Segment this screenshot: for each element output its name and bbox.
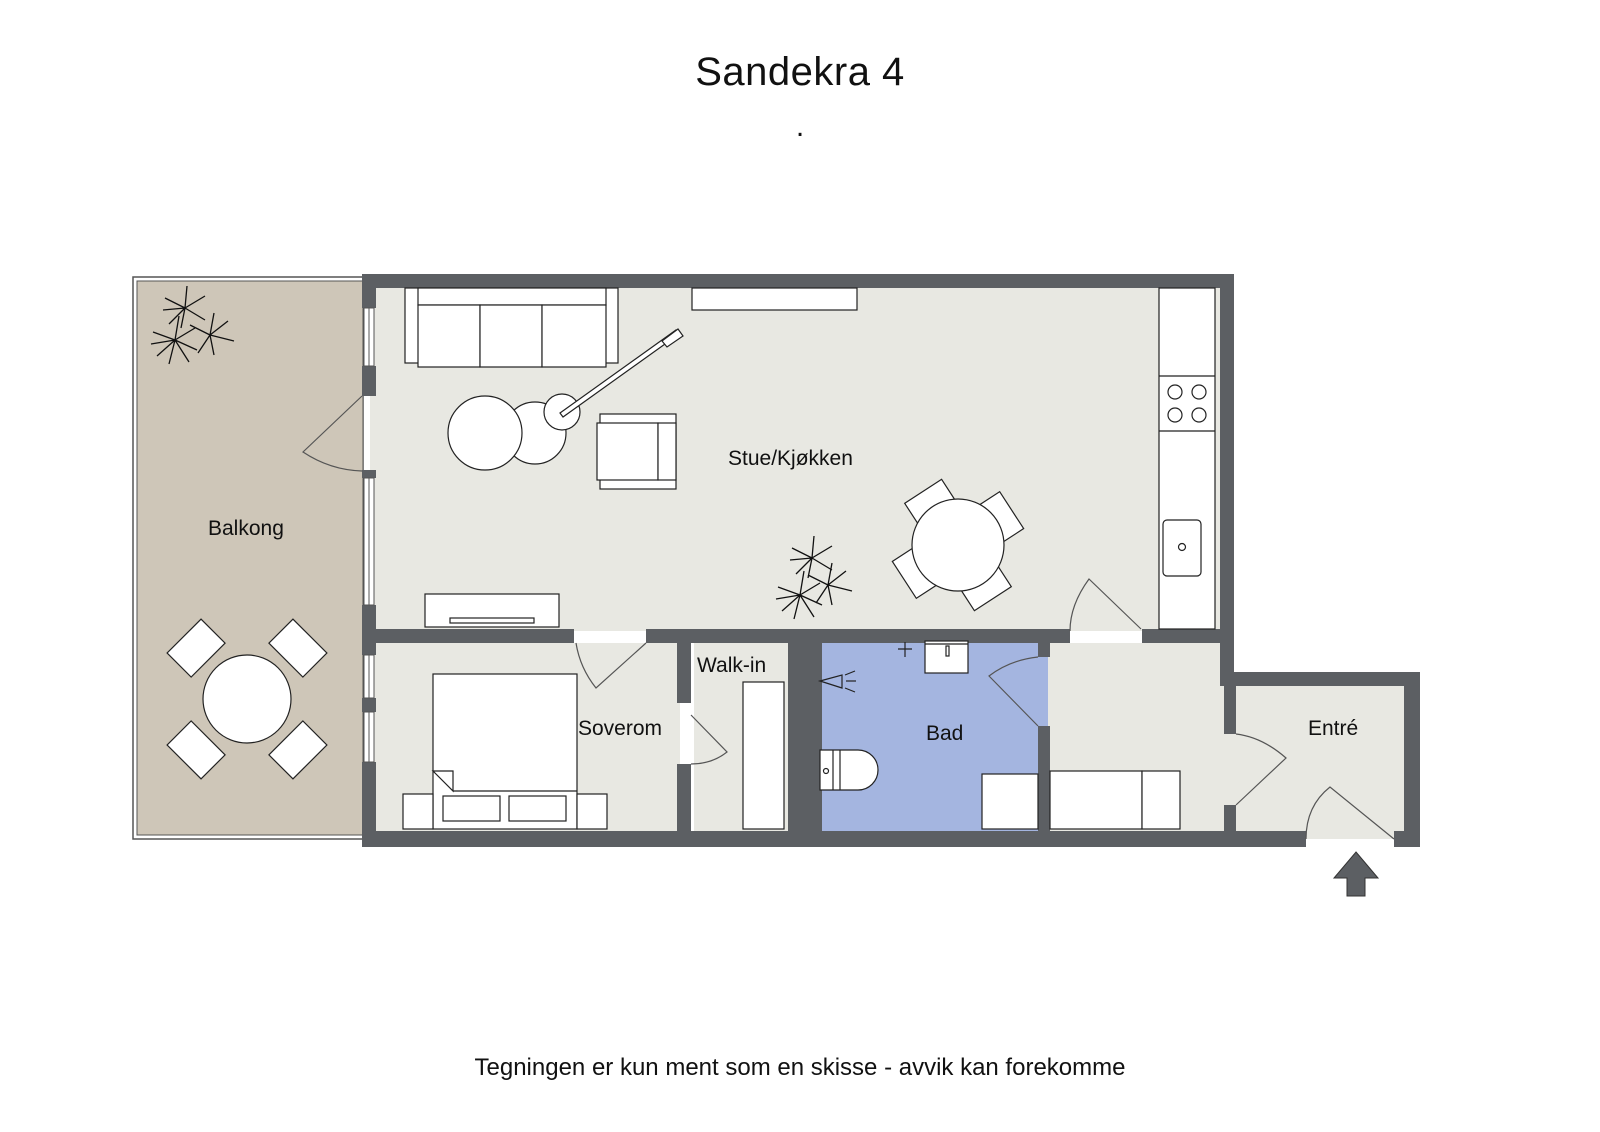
walls bbox=[362, 274, 1420, 847]
shower-icon bbox=[817, 670, 856, 693]
disclaimer-text: Tegningen er kun ment som en skisse - av… bbox=[474, 1054, 1126, 1081]
floor-lamp-icon bbox=[543, 328, 684, 431]
nightstand-icon bbox=[576, 793, 608, 830]
balcony-table-icon bbox=[166, 618, 328, 780]
coffee-table-icon bbox=[447, 395, 523, 471]
wardrobe-icon bbox=[742, 681, 785, 830]
washing-machine-icon bbox=[981, 773, 1039, 830]
room-label-bad: Bad bbox=[926, 722, 964, 745]
tv-bench-icon bbox=[424, 593, 560, 628]
faucet-icon bbox=[898, 642, 912, 657]
armchair-icon bbox=[596, 413, 677, 490]
bathroom-fixtures bbox=[817, 640, 1039, 830]
plan-subtitle: . bbox=[795, 110, 805, 143]
doors bbox=[302, 395, 1395, 840]
balcony-area bbox=[132, 276, 364, 840]
room-label-entre: Entré bbox=[1308, 717, 1359, 740]
living-furniture bbox=[404, 287, 1216, 630]
room-label-soverom: Soverom bbox=[578, 717, 663, 740]
nightstand-icon bbox=[402, 793, 434, 830]
toilet-icon bbox=[819, 749, 879, 791]
kitchen-counter-icon bbox=[1158, 287, 1216, 630]
hallway-cabinets bbox=[1049, 770, 1181, 830]
plan-title: Sandekra 4 bbox=[695, 50, 905, 94]
sideboard-icon bbox=[691, 287, 858, 311]
windows bbox=[363, 307, 375, 763]
dining-table-icon bbox=[891, 478, 1025, 612]
room-label-stue-kjokken: Stue/Kjøkken bbox=[728, 447, 853, 470]
room-label-balkong: Balkong bbox=[208, 517, 284, 540]
plant-icon bbox=[150, 285, 853, 620]
bedroom-furniture bbox=[402, 673, 608, 830]
entrance-arrow-icon bbox=[1332, 851, 1380, 897]
room-label-walk-in: Walk-in bbox=[697, 654, 767, 677]
sofa-icon bbox=[404, 287, 619, 368]
